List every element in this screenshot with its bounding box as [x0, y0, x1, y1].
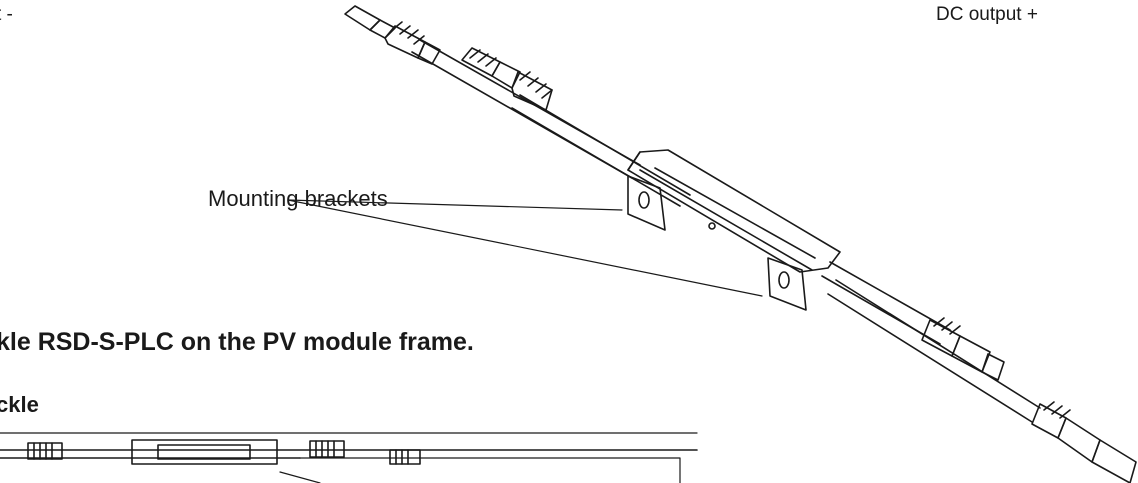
- section-heading: kle RSD-S-PLC on the PV module frame.: [0, 328, 474, 356]
- mounting-brackets-label: Mounting brackets: [208, 186, 388, 211]
- subsection-heading: ckle: [0, 392, 39, 417]
- dc-plus-connector: [1031, 401, 1137, 483]
- right-cables: [821, 261, 1041, 423]
- frame-diagram: [0, 432, 698, 483]
- upper-cable: [411, 39, 641, 179]
- lower-cable: [511, 94, 691, 207]
- left-mounting-bracket: [627, 175, 666, 231]
- rsd-box: [627, 149, 841, 311]
- right-mounting-bracket: [767, 257, 807, 311]
- bracket-leader-lines: [287, 199, 763, 297]
- upper-cable-connector: [461, 47, 553, 111]
- dc-minus-connector: [344, 5, 441, 65]
- dc-output-plus-label: DC output +: [936, 4, 1038, 25]
- mid-right-connector: [921, 317, 1005, 381]
- dc-output-minus-label: t -: [0, 4, 13, 25]
